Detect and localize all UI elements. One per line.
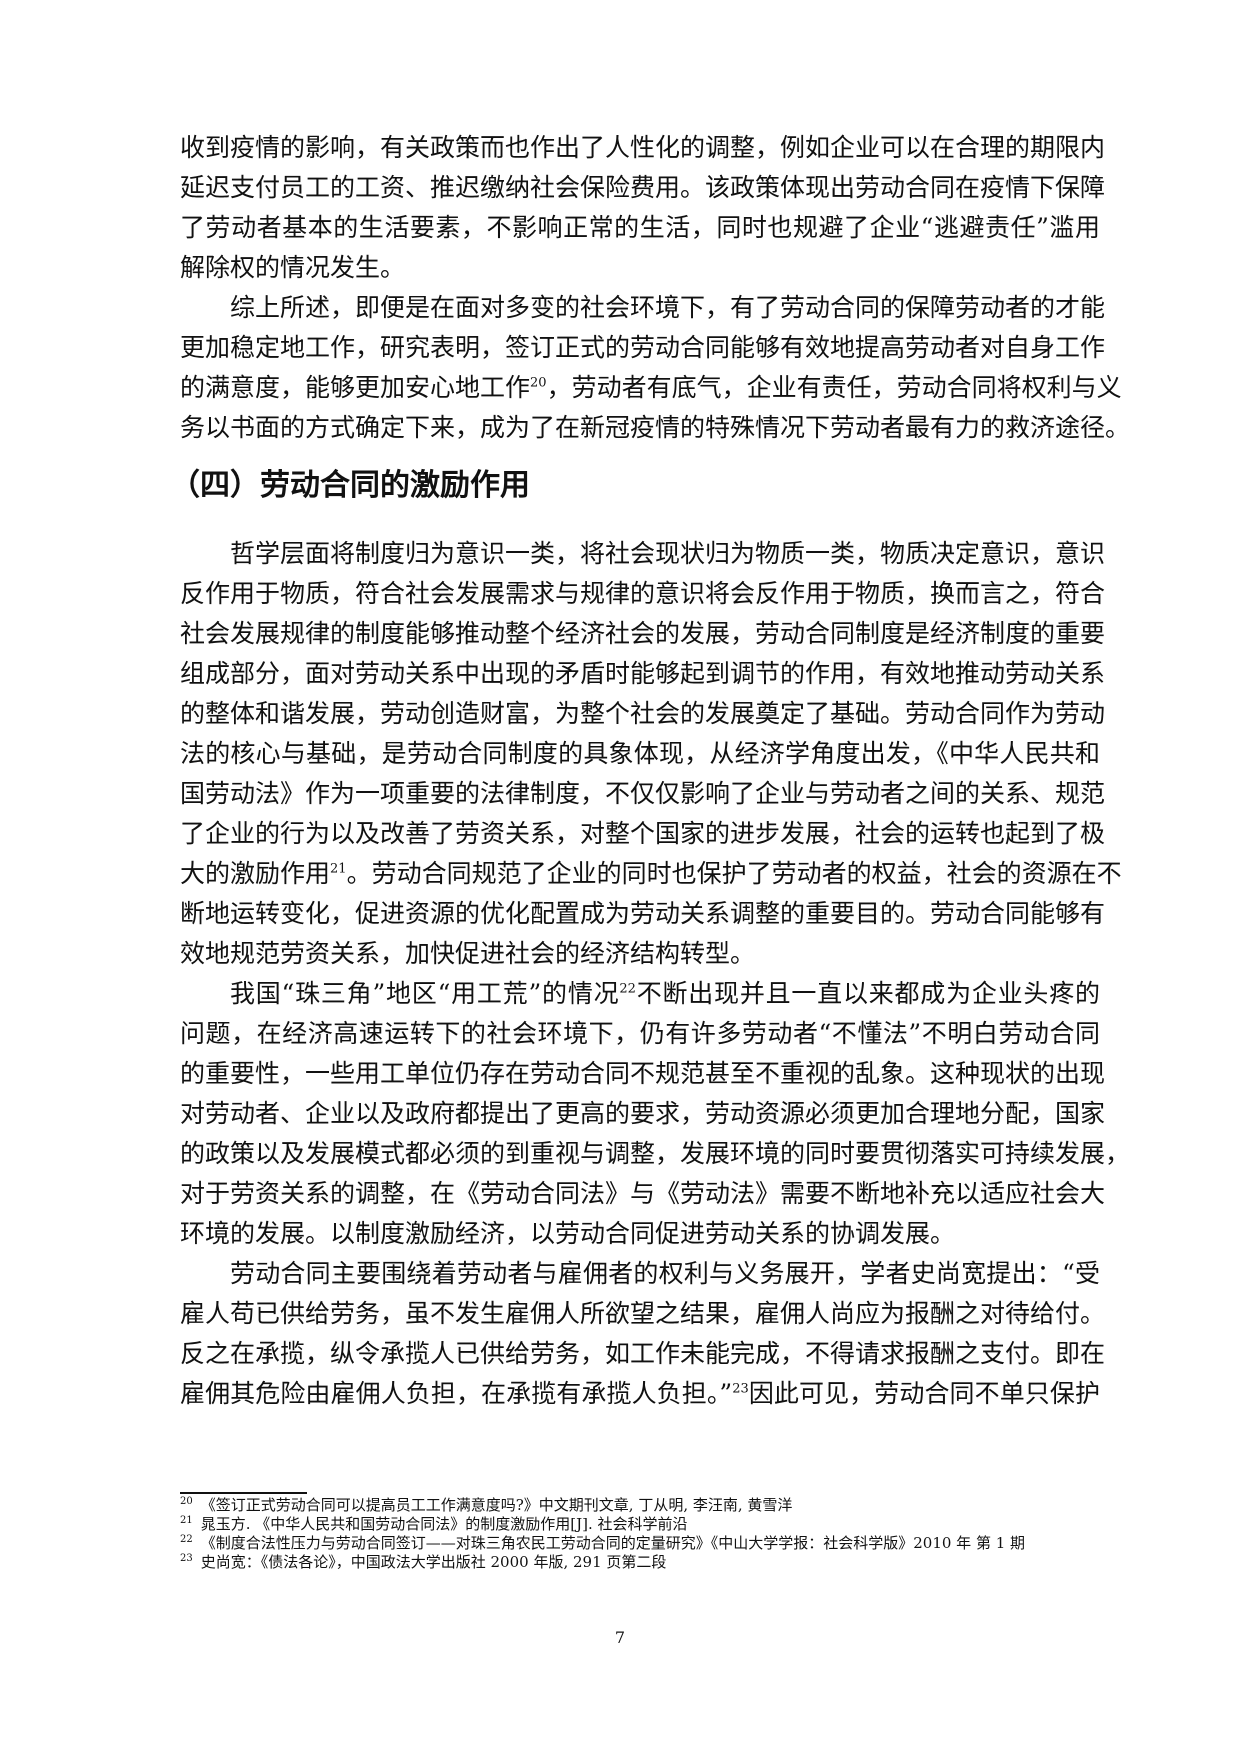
text-segment: 问题，在经济高速运转下的社会环境下，仍有许多劳动者“不懂法”不明白劳动合同 bbox=[180, 1019, 1100, 1048]
text-segment: 解除权的情况发生。 bbox=[180, 253, 406, 282]
text-segment: 收到疫情的影响，有关政策而也作出了人性化的调整，例如企业可以在合理的期限内 bbox=[180, 133, 1106, 162]
text-line: 问题，在经济高速运转下的社会环境下，仍有许多劳动者“不懂法”不明白劳动合同 bbox=[180, 1014, 1100, 1054]
footnote-number: 22 bbox=[180, 1534, 193, 1545]
text-segment: 了劳动者基本的生活要素，不影响正常的生活，同时也规避了企业“逃避责任”滥用 bbox=[180, 213, 1100, 242]
text-segment: 更加稳定地工作，研究表明，签订正式的劳动合同能够有效地提高劳动者对自身工作 bbox=[180, 333, 1106, 362]
text-line: 延迟支付员工的工资、推迟缴纳社会保险费用。该政策体现出劳动合同在疫情下保障 bbox=[180, 168, 1105, 208]
footnote: 23 史尚宽：《债法各论》，中国政法大学出版社 2000 年版, 291 页第二段 bbox=[180, 1553, 1100, 1572]
text-segment: ，劳动者有底气，企业有责任，劳动合同将权利与义 bbox=[546, 373, 1122, 402]
text-line: 反之在承揽，纵令承揽人已供给劳务，如工作未能完成，不得请求报酬之支付。即在 bbox=[180, 1334, 1105, 1374]
text-line: 组成部分，面对劳动关系中出现的矛盾时能够起到调节的作用，有效地推动劳动关系 bbox=[180, 654, 1105, 694]
footnote: 21 晁玉方. 《中华人民共和国劳动合同法》的制度激励作用[J]. 社会科学前沿 bbox=[180, 1515, 1100, 1534]
text-segment: 效地规范劳资关系，加快促进社会的经济结构转型。 bbox=[180, 939, 756, 968]
text-line: 对劳动者、企业以及政府都提出了更高的要求，劳动资源必须更加合理地分配，国家 bbox=[180, 1094, 1105, 1134]
text-line: 断地运转变化，促进资源的优化配置成为劳动关系调整的重要目的。劳动合同能够有 bbox=[180, 894, 1105, 934]
text-line: 国劳动法》作为一项重要的法律制度，不仅仅影响了企业与劳动者之间的关系、规范 bbox=[180, 774, 1105, 814]
footnote-ref: 22 bbox=[619, 981, 636, 997]
text-line: 更加稳定地工作，研究表明，签订正式的劳动合同能够有效地提高劳动者对自身工作 bbox=[180, 328, 1105, 368]
text-segment: 哲学层面将制度归为意识一类，将社会现状归为物质一类，物质决定意识，意识 bbox=[230, 539, 1106, 568]
text-line: 解除权的情况发生。 bbox=[180, 248, 1100, 288]
text-segment: 断地运转变化，促进资源的优化配置成为劳动关系调整的重要目的。劳动合同能够有 bbox=[180, 899, 1106, 928]
text-line: 社会发展规律的制度能够推动整个经济社会的发展，劳动合同制度是经济制度的重要 bbox=[180, 614, 1105, 654]
text-segment: 对于劳资关系的调整，在《劳动合同法》与《劳动法》需要不断地补充以适应社会大 bbox=[180, 1179, 1106, 1208]
page-number: 7 bbox=[614, 1628, 626, 1647]
text-line: 的满意度，能够更加安心地工作20，劳动者有底气，企业有责任，劳动合同将权利与义 bbox=[180, 368, 1122, 408]
text-line: 环境的发展。以制度激励经济，以劳动合同促进劳动关系的协调发展。 bbox=[180, 1214, 1100, 1254]
text-segment: 了企业的行为以及改善了劳资关系，对整个国家的进步发展，社会的运转也起到了极 bbox=[180, 819, 1106, 848]
text-line: 的重要性，一些用工单位仍存在劳动合同不规范甚至不重视的乱象。这种现状的出现 bbox=[180, 1054, 1105, 1094]
footnote-ref: 23 bbox=[732, 1381, 749, 1397]
text-line: 反作用于物质，符合社会发展需求与规律的意识将会反作用于物质，换而言之，符合 bbox=[180, 574, 1105, 614]
text-segment: 的重要性，一些用工单位仍存在劳动合同不规范甚至不重视的乱象。这种现状的出现 bbox=[180, 1059, 1106, 1088]
text-segment: 大的激励作用 bbox=[180, 859, 331, 888]
footnotes: 20 《签订正式劳动合同可以提高员工工作满意度吗?》中文期刊文章, 丁从明, 李汪… bbox=[180, 1496, 1100, 1572]
text-line: 哲学层面将制度归为意识一类，将社会现状归为物质一类，物质决定意识，意识 bbox=[180, 534, 1105, 574]
text-segment: 社会发展规律的制度能够推动整个经济社会的发展，劳动合同制度是经济制度的重要 bbox=[180, 619, 1106, 648]
footnote-text: 《制度合法性压力与劳动合同签订——对珠三角农民工劳动合同的定量研究》《中山大学学… bbox=[200, 1534, 1026, 1552]
text-line: 劳动合同主要围绕着劳动者与雇佣者的权利与义务展开，学者史尚宽提出：“受 bbox=[180, 1254, 1100, 1294]
text-line: 我国“珠三角”地区“用工荒”的情况22不断出现并且一直以来都成为企业头疼的 bbox=[180, 974, 1100, 1014]
text-segment: 的整体和谐发展，劳动创造财富，为整个社会的发展奠定了基础。劳动合同作为劳动 bbox=[180, 699, 1106, 728]
paragraph: 哲学层面将制度归为意识一类，将社会现状归为物质一类，物质决定意识，意识反作用于物… bbox=[180, 534, 1122, 974]
text-segment: 法的核心与基础，是劳动合同制度的具象体现，从经济学角度出发，《中华人民共和 bbox=[180, 739, 1100, 768]
footnote-number: 20 bbox=[180, 1496, 193, 1507]
text-segment: 组成部分，面对劳动关系中出现的矛盾时能够起到调节的作用，有效地推动劳动关系 bbox=[180, 659, 1106, 688]
footnote-number: 21 bbox=[180, 1515, 193, 1526]
footnote-text: 史尚宽：《债法各论》，中国政法大学出版社 2000 年版, 291 页第二段 bbox=[200, 1553, 667, 1571]
text-line: 效地规范劳资关系，加快促进社会的经济结构转型。 bbox=[180, 934, 1100, 974]
text-segment: 的政策以及发展模式都必须的到重视与调整，发展环境的同时要贯彻落实可持续发展， bbox=[180, 1139, 1131, 1168]
text-segment: 综上所述，即便是在面对多变的社会环境下，有了劳动合同的保障劳动者的才能 bbox=[230, 293, 1106, 322]
paragraphs-before: 收到疫情的影响，有关政策而也作出了人性化的调整，例如企业可以在合理的期限内延迟支… bbox=[180, 128, 1130, 448]
text-segment: 反作用于物质，符合社会发展需求与规律的意识将会反作用于物质，换而言之，符合 bbox=[180, 579, 1106, 608]
text-segment: 延迟支付员工的工资、推迟缴纳社会保险费用。该政策体现出劳动合同在疫情下保障 bbox=[180, 173, 1106, 202]
footnote-ref: 20 bbox=[530, 375, 547, 391]
text-line: 雇人苟已供给劳务，虽不发生雇佣人所欲望之结果，雇佣人尚应为报酬之对待给付。 bbox=[180, 1294, 1105, 1334]
paragraph: 我国“珠三角”地区“用工荒”的情况22不断出现并且一直以来都成为企业头疼的问题，… bbox=[180, 974, 1130, 1254]
text-segment: 的满意度，能够更加安心地工作 bbox=[180, 373, 531, 402]
text-line: 的整体和谐发展，劳动创造财富，为整个社会的发展奠定了基础。劳动合同作为劳动 bbox=[180, 694, 1105, 734]
text-line: 的政策以及发展模式都必须的到重视与调整，发展环境的同时要贯彻落实可持续发展， bbox=[180, 1134, 1130, 1174]
text-segment: 环境的发展。以制度激励经济，以劳动合同促进劳动关系的协调发展。 bbox=[180, 1219, 956, 1248]
text-segment: 反之在承揽，纵令承揽人已供给劳务，如工作未能完成，不得请求报酬之支付。即在 bbox=[180, 1339, 1106, 1368]
paragraph: 劳动合同主要围绕着劳动者与雇佣者的权利与义务展开，学者史尚宽提出：“受雇人苟已供… bbox=[180, 1254, 1105, 1414]
text-line: 雇佣其危险由雇佣人负担，在承揽有承揽人负担。”23因此可见，劳动合同不单只保护 bbox=[180, 1374, 1100, 1414]
text-segment: 不断出现并且一直以来都成为企业头疼的 bbox=[635, 979, 1100, 1008]
text-line: 收到疫情的影响，有关政策而也作出了人性化的调整，例如企业可以在合理的期限内 bbox=[180, 128, 1105, 168]
footnote-text: 《签订正式劳动合同可以提高员工工作满意度吗?》中文期刊文章, 丁从明, 李汪南,… bbox=[200, 1496, 793, 1514]
body-text: 收到疫情的影响，有关政策而也作出了人性化的调整，例如企业可以在合理的期限内延迟支… bbox=[170, 128, 1130, 1414]
text-segment: 劳动合同主要围绕着劳动者与雇佣者的权利与义务展开，学者史尚宽提出：“受 bbox=[230, 1259, 1100, 1288]
text-line: 务以书面的方式确定下来，成为了在新冠疫情的特殊情况下劳动者最有力的救济途径。 bbox=[180, 408, 1130, 448]
text-segment: 务以书面的方式确定下来，成为了在新冠疫情的特殊情况下劳动者最有力的救济途径。 bbox=[180, 413, 1131, 442]
text-line: 大的激励作用21。劳动合同规范了企业的同时也保护了劳动者的权益，社会的资源在不 bbox=[180, 854, 1122, 894]
text-segment: 雇佣其危险由雇佣人负担，在承揽有承揽人负担。” bbox=[180, 1379, 733, 1408]
text-segment: 对劳动者、企业以及政府都提出了更高的要求，劳动资源必须更加合理地分配，国家 bbox=[180, 1099, 1106, 1128]
text-line: 法的核心与基础，是劳动合同制度的具象体现，从经济学角度出发，《中华人民共和 bbox=[180, 734, 1100, 774]
footnote-separator bbox=[180, 1492, 307, 1494]
paragraph: 收到疫情的影响，有关政策而也作出了人性化的调整，例如企业可以在合理的期限内延迟支… bbox=[180, 128, 1105, 288]
text-segment: 我国“珠三角”地区“用工荒”的情况 bbox=[230, 979, 620, 1008]
footnote: 20 《签订正式劳动合同可以提高员工工作满意度吗?》中文期刊文章, 丁从明, 李汪… bbox=[180, 1496, 1100, 1515]
paragraphs-after: 哲学层面将制度归为意识一类，将社会现状归为物质一类，物质决定意识，意识反作用于物… bbox=[180, 534, 1130, 1414]
text-segment: 因此可见，劳动合同不单只保护 bbox=[748, 1379, 1100, 1408]
text-line: 综上所述，即便是在面对多变的社会环境下，有了劳动合同的保障劳动者的才能 bbox=[180, 288, 1105, 328]
text-line: 对于劳资关系的调整，在《劳动合同法》与《劳动法》需要不断地补充以适应社会大 bbox=[180, 1174, 1105, 1214]
section-heading: （四）劳动合同的激励作用 bbox=[170, 468, 530, 503]
paragraph: 综上所述，即便是在面对多变的社会环境下，有了劳动合同的保障劳动者的才能更加稳定地… bbox=[180, 288, 1130, 448]
text-segment: 国劳动法》作为一项重要的法律制度，不仅仅影响了企业与劳动者之间的关系、规范 bbox=[180, 779, 1106, 808]
footnote-number: 23 bbox=[180, 1553, 193, 1564]
text-line: 了劳动者基本的生活要素，不影响正常的生活，同时也规避了企业“逃避责任”滥用 bbox=[180, 208, 1100, 248]
footnote-text: 晁玉方. 《中华人民共和国劳动合同法》的制度激励作用[J]. 社会科学前沿 bbox=[200, 1515, 688, 1533]
text-line: 了企业的行为以及改善了劳资关系，对整个国家的进步发展，社会的运转也起到了极 bbox=[180, 814, 1105, 854]
footnote-ref: 21 bbox=[330, 861, 347, 877]
text-segment: 。劳动合同规范了企业的同时也保护了劳动者的权益，社会的资源在不 bbox=[346, 859, 1122, 888]
footnote: 22 《制度合法性压力与劳动合同签订——对珠三角农民工劳动合同的定量研究》《中山大… bbox=[180, 1534, 1100, 1553]
text-segment: 雇人苟已供给劳务，虽不发生雇佣人所欲望之结果，雇佣人尚应为报酬之对待给付。 bbox=[180, 1299, 1106, 1328]
